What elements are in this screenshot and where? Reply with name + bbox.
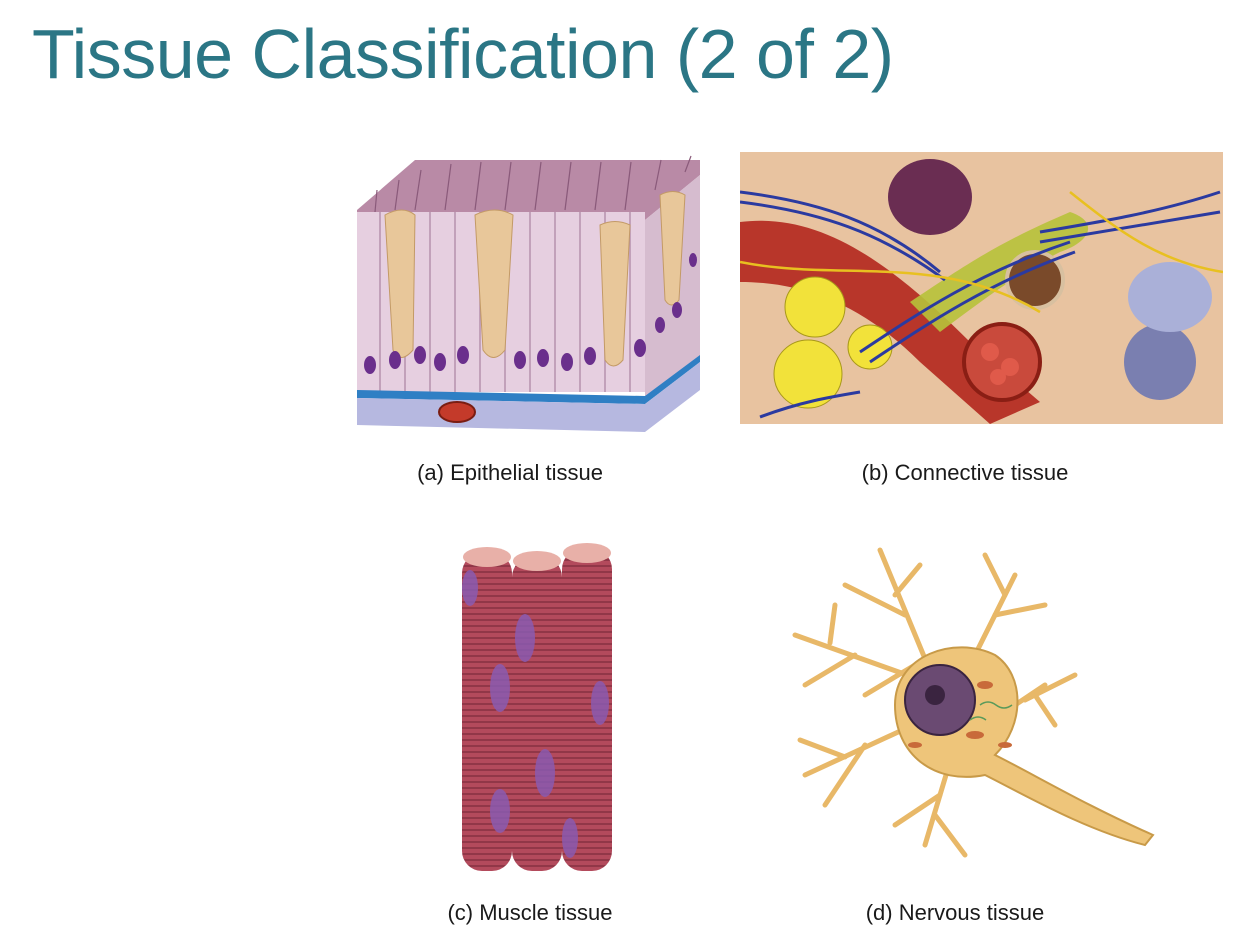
nervous-tissue-caption: (d) Nervous tissue (865, 900, 1045, 925)
connective-tissue-illustration (740, 152, 1223, 424)
epithelial-tissue-illustration (355, 150, 705, 435)
muscle-tissue-illustration (460, 543, 615, 873)
nervous-tissue-illustration (785, 545, 1155, 865)
muscle-tissue-caption: (c) Muscle tissue (447, 900, 613, 925)
epithelial-tissue-caption: (a) Epithelial tissue (417, 460, 603, 485)
slide-title: Tissue Classification (2 of 2) (32, 15, 894, 93)
connective-tissue-caption: (b) Connective tissue (861, 460, 1069, 485)
